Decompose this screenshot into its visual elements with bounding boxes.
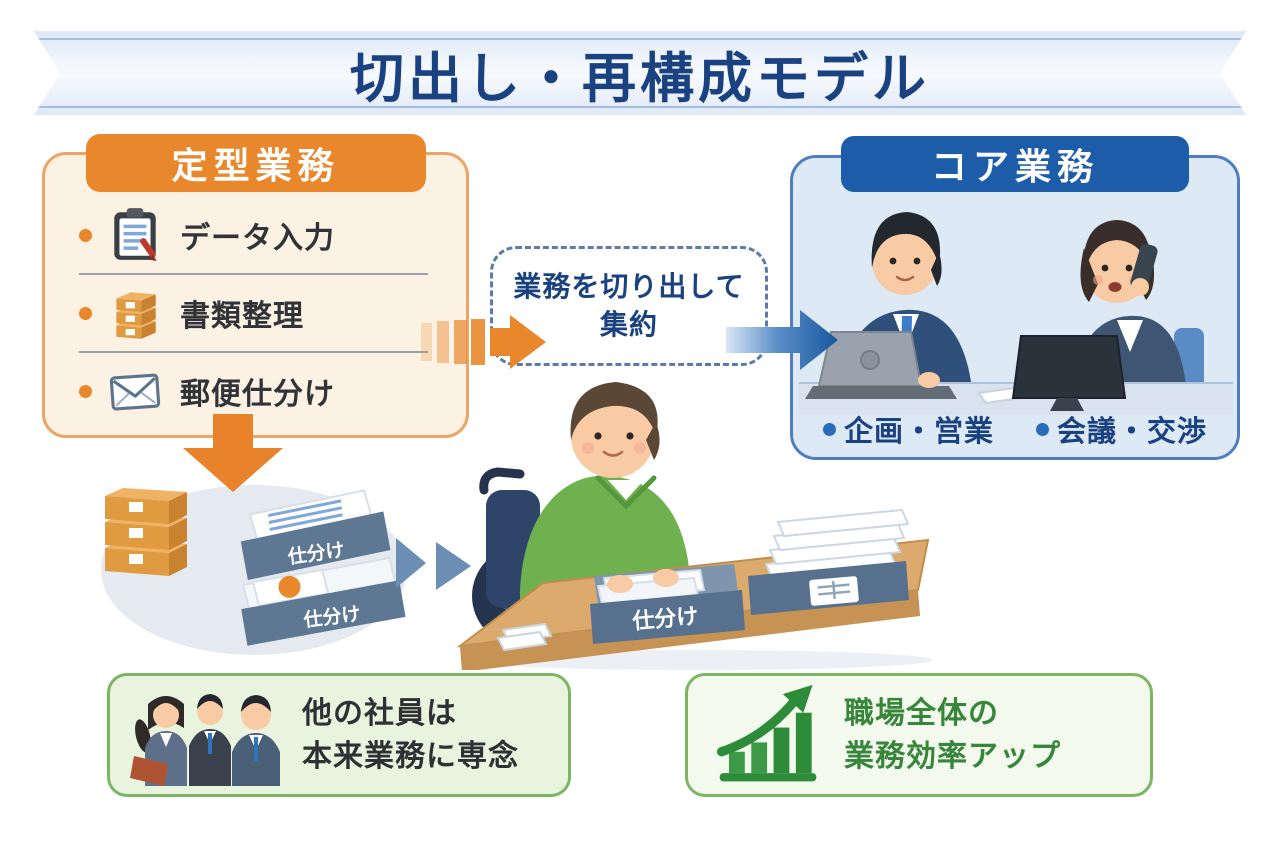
benefit-right-line1: 職場全体の — [844, 696, 999, 730]
page-title: 切出し・再構成モデル — [350, 48, 930, 109]
document-stack-icon — [116, 292, 156, 339]
fading-right-arrow-icon — [421, 315, 546, 369]
benefit-text-left: 他の社員は 本来業務に専念 — [302, 692, 519, 779]
routine-task-label: 書類整理 — [180, 300, 304, 333]
double-chevron-right-icon — [396, 538, 471, 590]
sorting-trays-illustration: 仕分け — [101, 485, 407, 655]
down-arrow-icon — [183, 414, 283, 492]
divider — [79, 273, 428, 275]
blue-right-arrow-icon — [726, 310, 838, 370]
clipboard-icon — [114, 208, 157, 261]
core-task-label: 会議・交渉 — [1057, 416, 1208, 448]
benefit-text-right: 職場全体の 業務効率アップ — [844, 692, 1061, 779]
process-note-box: 業務を切り出して 集約 — [490, 246, 768, 366]
envelope-icon — [109, 373, 161, 411]
core-bullet-row: 企画・営業 会議・交渉 — [793, 408, 1237, 450]
employees-group-icon — [130, 694, 280, 786]
sorting-worker-illustration: 仕分け — [456, 382, 933, 670]
list-item: 郵便仕分け — [45, 353, 466, 429]
office-workers-illustration — [799, 212, 1233, 415]
list-item: 会議・交渉 — [1036, 408, 1207, 450]
routine-task-label: データ入力 — [180, 222, 335, 255]
core-work-header: コア業務 — [841, 136, 1189, 192]
title-banner: 切出し・再構成モデル — [34, 31, 1246, 115]
benefit-left-line2: 本来業務に専念 — [302, 740, 519, 773]
process-note-line2: 集約 — [599, 309, 658, 340]
bullet-dot — [79, 384, 92, 398]
list-item: データ入力 — [45, 197, 466, 273]
routine-work-header: 定型業務 — [85, 134, 426, 192]
core-task-label: 企画・営業 — [843, 416, 994, 448]
core-work-box: コア業務 — [790, 136, 1240, 460]
growth-chart-icon — [716, 684, 817, 782]
wheelchair-handle — [479, 467, 525, 495]
list-item: 書類整理 — [45, 275, 466, 351]
bullet-dot — [79, 228, 92, 242]
process-note-line1: 業務を切り出して — [513, 271, 745, 303]
bullet-dot — [79, 306, 92, 320]
bullet-dot — [1036, 422, 1049, 436]
routine-work-box: 定型業務 データ入力 — [42, 134, 469, 438]
desk-box-label: 仕分け — [630, 603, 699, 634]
benefit-box-efficiency: 職場全体の 業務効率アップ — [685, 673, 1153, 797]
benefit-left-line1: 他の社員は — [302, 696, 457, 730]
benefit-right-line2: 業務効率アップ — [844, 740, 1061, 773]
routine-task-list: データ入力 — [45, 197, 466, 429]
divider — [79, 351, 428, 353]
bullet-dot — [822, 422, 836, 436]
routine-task-label: 郵便仕分け — [180, 378, 335, 411]
benefit-box-employees: 他の社員は 本来業務に専念 — [107, 673, 571, 797]
list-item: 企画・営業 — [822, 408, 994, 450]
